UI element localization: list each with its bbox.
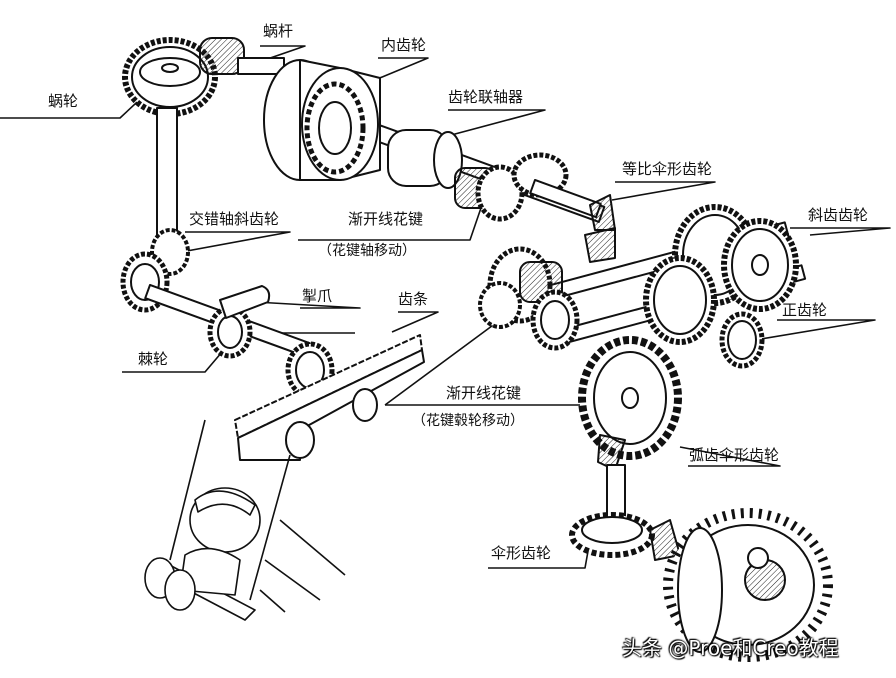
label-pawl: 掣爪	[302, 287, 333, 305]
gear-coupling	[387, 129, 525, 222]
label-ratchet: 棘轮	[138, 350, 169, 368]
label-involute-spline-2: 渐开线花键	[446, 384, 522, 402]
spiral-bevel-gear	[578, 336, 682, 471]
vertical-shaft	[156, 107, 178, 249]
label-helical-gear: 斜齿齿轮	[808, 206, 869, 224]
swing-and-boy	[144, 419, 346, 621]
label-involute-spline-1-note: （花键轴移动）	[318, 243, 416, 259]
equal-bevel-gears	[511, 152, 616, 263]
watermark: 头条 @Proe和Creo教程	[622, 636, 839, 660]
label-rack: 齿条	[398, 290, 429, 308]
label-gear-coupling: 齿轮联轴器	[448, 88, 524, 106]
worm-wheel	[122, 37, 218, 117]
spur-gears	[643, 255, 765, 369]
rack	[234, 334, 425, 461]
label-worm-wheel: 蜗轮	[48, 92, 79, 110]
spline-cluster	[478, 246, 580, 351]
label-involute-spline-2-note: （花键毂轮移动）	[412, 413, 524, 429]
hamster-wheel	[663, 508, 833, 662]
label-worm: 蜗杆	[263, 22, 294, 40]
label-crossed-helical-gear: 交错轴斜齿轮	[189, 210, 280, 228]
label-bevel-gear: 伞形齿轮	[491, 544, 552, 562]
ratchet	[207, 305, 253, 359]
label-involute-spline-1: 渐开线花键	[348, 210, 424, 228]
worm	[199, 37, 285, 75]
pawl	[219, 285, 271, 319]
internal-gear	[263, 59, 381, 181]
label-spur-gear: 正齿轮	[782, 301, 828, 319]
label-spiral-bevel-gear: 弧齿伞形齿轮	[689, 446, 780, 464]
label-equal-bevel-gear: 等比伞形齿轮	[622, 160, 713, 178]
label-internal-gear: 内齿轮	[381, 36, 427, 54]
